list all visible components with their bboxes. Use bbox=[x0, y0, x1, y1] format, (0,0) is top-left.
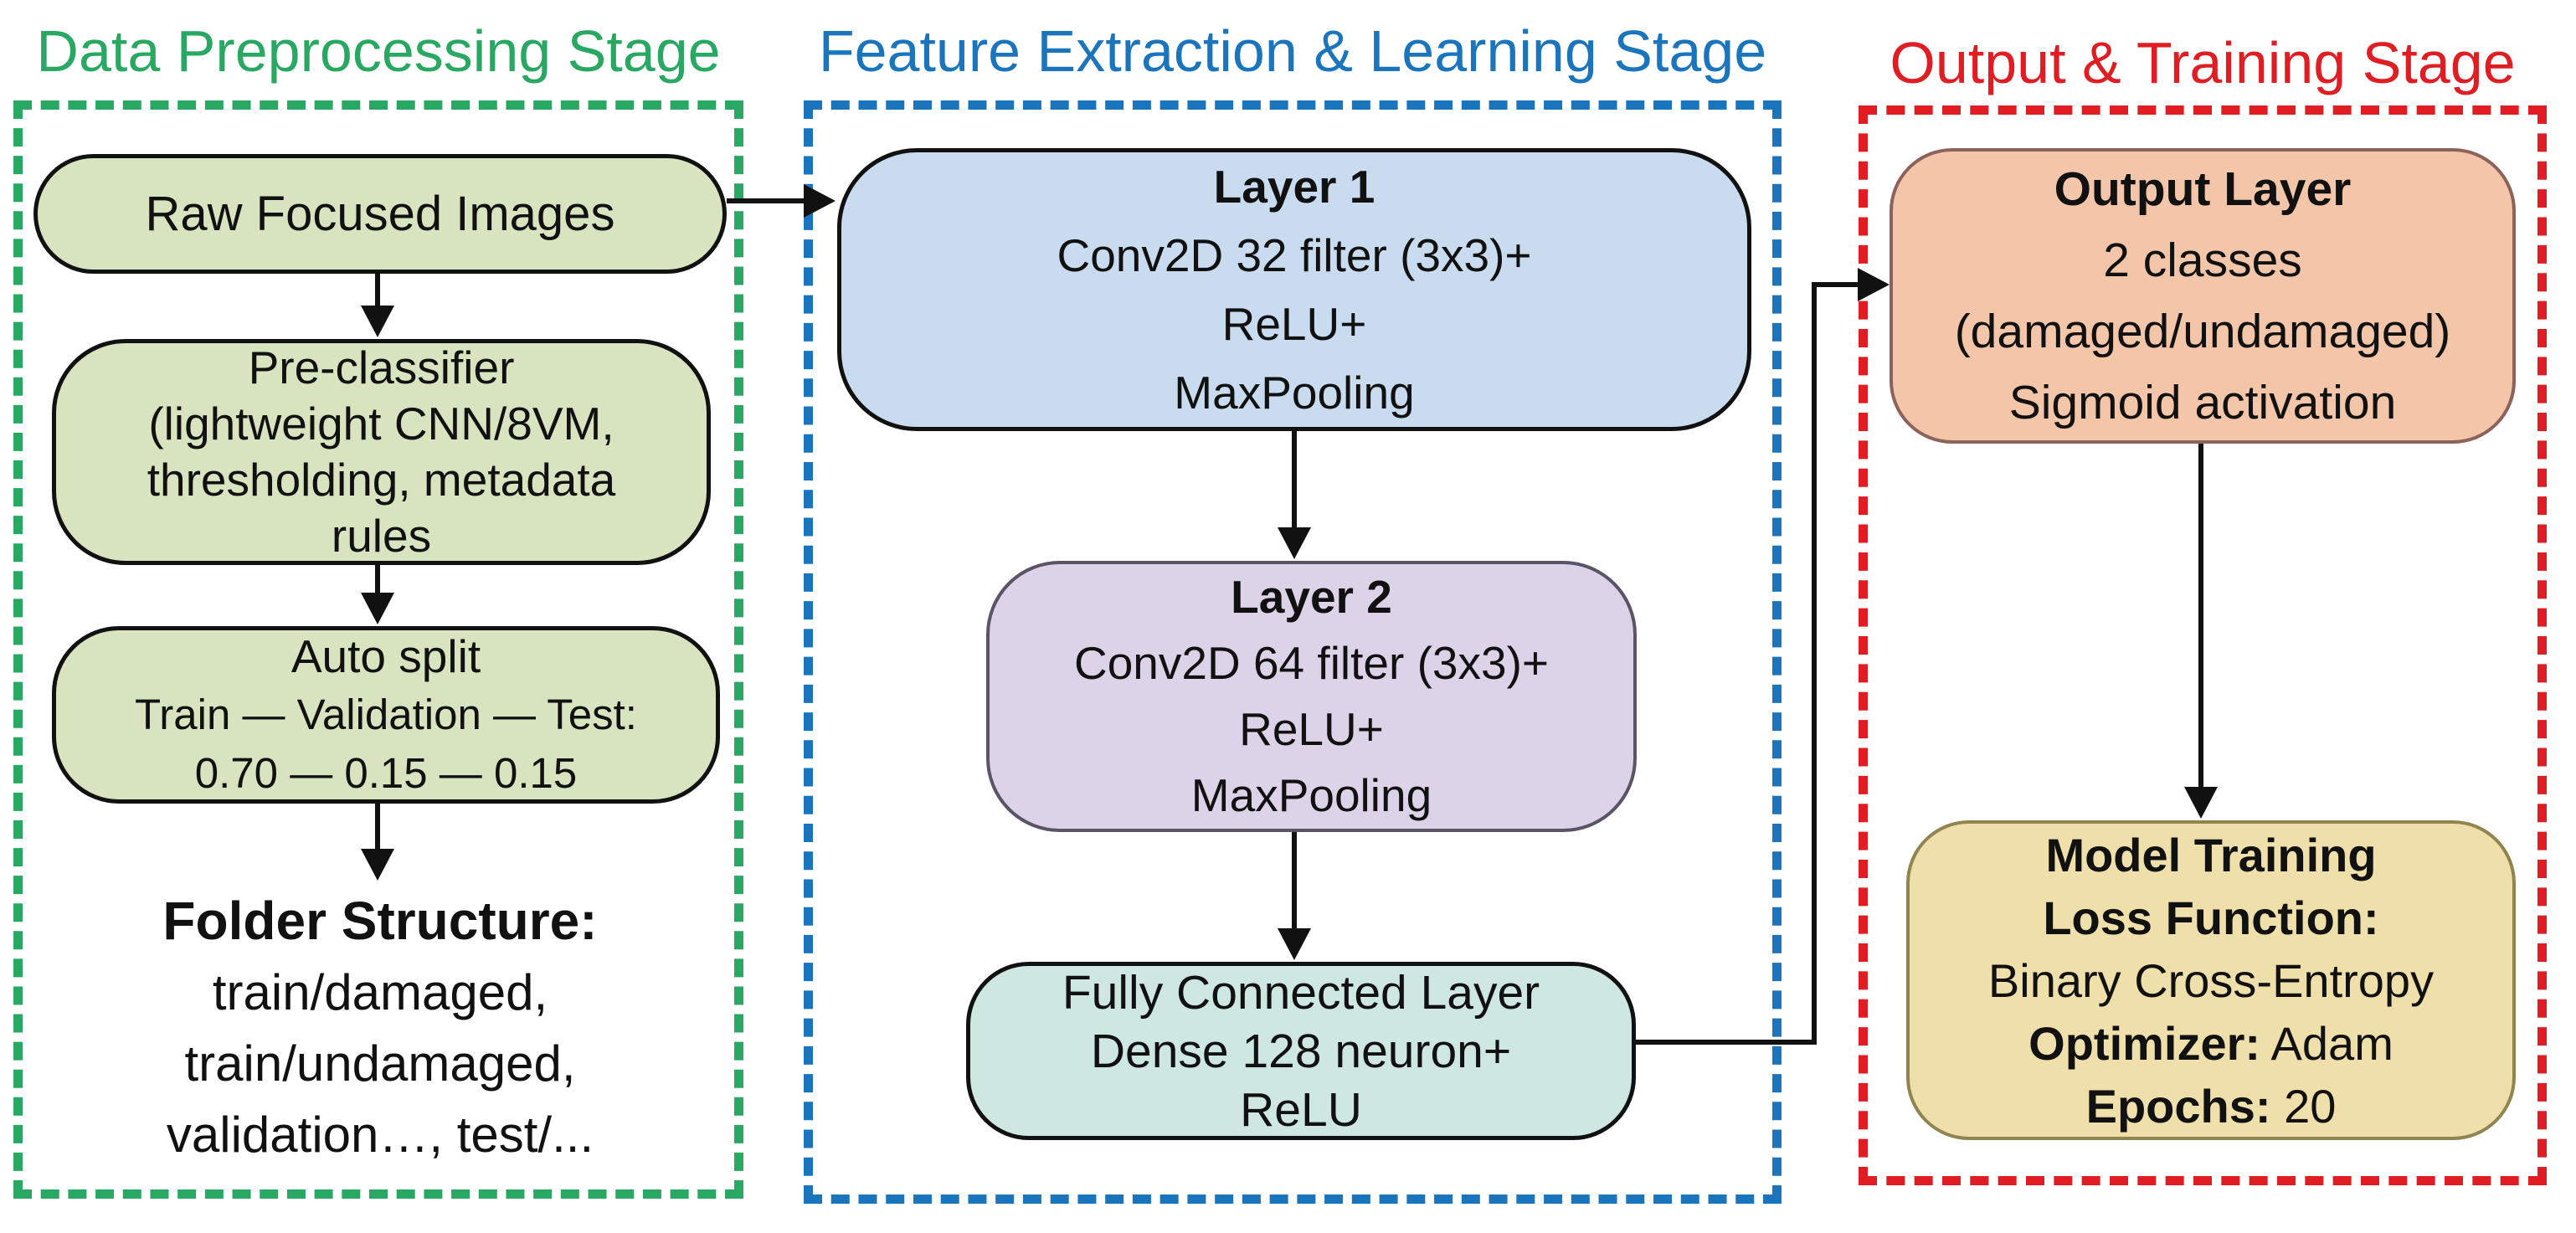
layer2-conv-line: Conv2D 64 filter (3x3)+ bbox=[1073, 637, 1550, 689]
output-stage-title: Output & Training Stage bbox=[1890, 30, 2516, 95]
layer1-title: Layer 1 bbox=[1213, 161, 1375, 213]
output-layer-activation-line: Sigmoid activation bbox=[2008, 375, 2397, 429]
auto-split-ratio-labels: Train — Validation — Test: bbox=[135, 691, 637, 738]
auto-split-ratio-values: 0.70 — 0.15 — 0.15 bbox=[194, 749, 578, 797]
auto-split-box: Auto split Train — Validation — Test: 0.… bbox=[52, 626, 720, 804]
fully-connected-dense-line: Dense 128 neuron+ bbox=[1090, 1024, 1512, 1078]
layer2-box: Layer 2 Conv2D 64 filter (3x3)+ ReLU+ Ma… bbox=[986, 561, 1637, 832]
layer2-title: Layer 2 bbox=[1231, 571, 1392, 623]
folder-structure-line: train/undamaged, bbox=[184, 1035, 576, 1092]
folder-structure-title: Folder Structure: bbox=[162, 891, 598, 951]
epochs-value: 20 bbox=[2270, 1079, 2337, 1133]
model-training-title: Model Training bbox=[2045, 828, 2377, 881]
pre-classifier-box: Pre-classifier (lightweight CNN/8VM, thr… bbox=[52, 339, 711, 565]
optimizer-value: Adam bbox=[2260, 1016, 2393, 1070]
layer2-relu-line: ReLU+ bbox=[1239, 703, 1384, 755]
pre-classifier-line: Pre-classifier bbox=[248, 342, 515, 393]
layer2-pooling-line: MaxPooling bbox=[1190, 769, 1432, 821]
output-layer-title: Output Layer bbox=[2054, 162, 2352, 216]
pre-classifier-line: rules bbox=[331, 510, 432, 562]
raw-focused-images-label: Raw Focused Images bbox=[145, 187, 615, 241]
epochs-label: Epochs: bbox=[2085, 1079, 2271, 1133]
folder-structure-note: Folder Structure: train/damaged, train/u… bbox=[33, 886, 727, 1170]
feature-stage-frame bbox=[804, 100, 1782, 1204]
auto-split-title: Auto split bbox=[291, 630, 481, 682]
optimizer-label: Optimizer: bbox=[2028, 1016, 2261, 1070]
fully-connected-relu-line: ReLU bbox=[1240, 1082, 1362, 1137]
epochs-line: Epochs: 20 bbox=[1910, 1075, 2512, 1138]
output-layer-box: Output Layer 2 classes (damaged/undamage… bbox=[1890, 148, 2516, 444]
layer1-box: Layer 1 Conv2D 32 filter (3x3)+ ReLU+ Ma… bbox=[837, 148, 1751, 431]
fully-connected-box: Fully Connected Layer Dense 128 neuron+ … bbox=[966, 962, 1636, 1140]
raw-focused-images-box: Raw Focused Images bbox=[33, 154, 727, 274]
preprocessing-stage-frame bbox=[13, 100, 743, 1199]
feature-stage-title: Feature Extraction & Learning Stage bbox=[818, 18, 1767, 84]
loss-function-value: Binary Cross-Entropy bbox=[1987, 953, 2435, 1007]
layer1-conv-line: Conv2D 32 filter (3x3)+ bbox=[1057, 229, 1532, 281]
layer1-pooling-line: MaxPooling bbox=[1174, 367, 1415, 419]
output-stage-frame bbox=[1859, 105, 2547, 1185]
fully-connected-title: Fully Connected Layer bbox=[1062, 965, 1540, 1020]
folder-structure-line: validation…, test/... bbox=[166, 1107, 594, 1163]
pre-classifier-line: thresholding, metadata bbox=[147, 454, 616, 506]
model-training-box: Model Training Loss Function: Binary Cro… bbox=[1906, 820, 2516, 1140]
layer1-relu-line: ReLU+ bbox=[1221, 298, 1367, 350]
folder-structure-line: train/damaged, bbox=[212, 964, 548, 1020]
output-layer-classes-line: 2 classes bbox=[2103, 233, 2302, 287]
output-layer-labels-line: (damaged/undamaged) bbox=[1954, 304, 2451, 358]
pre-classifier-line: (lightweight CNN/8VM, bbox=[148, 398, 614, 450]
optimizer-line: Optimizer: Adam bbox=[1910, 1012, 2512, 1075]
preprocessing-stage-title: Data Preprocessing Stage bbox=[36, 18, 721, 84]
loss-function-label: Loss Function: bbox=[2043, 891, 2379, 944]
